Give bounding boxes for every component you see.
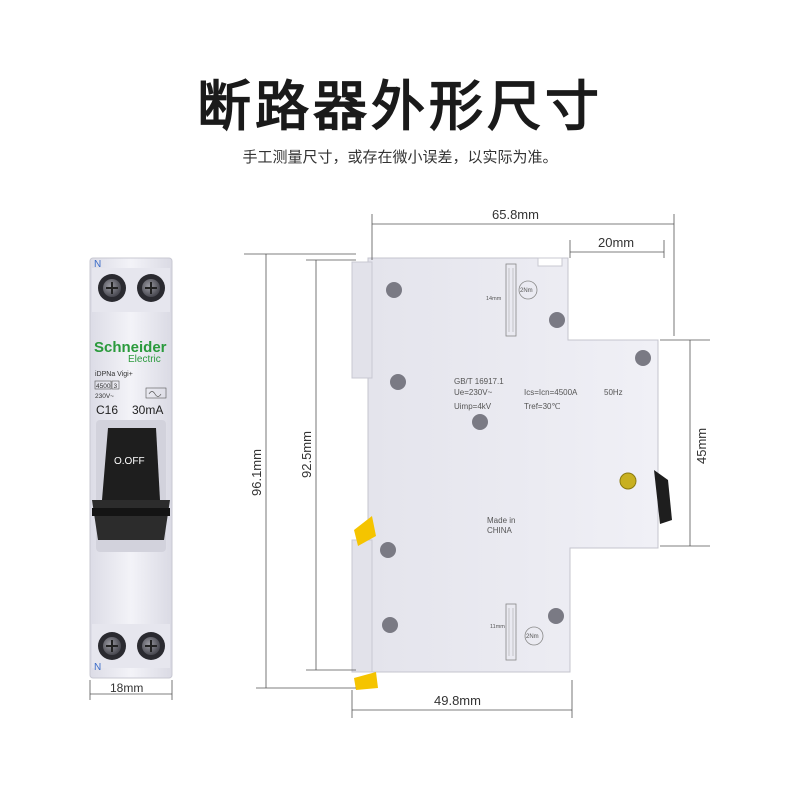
screw-icon (137, 274, 165, 302)
side-view: 14mm 2Nm 11mm 2Nm GB/T 16917.1 Ue=230V~ … (351, 257, 672, 690)
side-body (367, 257, 659, 673)
torque-top: 2Nm (520, 288, 533, 294)
sensitivity-label: 30mA (132, 403, 163, 417)
brand-sub: Electric (128, 354, 161, 365)
breaking-capacity: 4500 (96, 383, 111, 390)
waveform-icon (145, 387, 167, 399)
terminal-marker-bottom: N (94, 662, 101, 673)
origin-line1: Made in (487, 516, 515, 525)
page-subtitle: 手工测量尺寸，或存在微小误差，以实际为准。 (242, 148, 558, 166)
step-dimension-label: 20mm (598, 235, 634, 250)
handle-label: O.OFF (114, 456, 145, 467)
page-title: 断路器外形尺寸 (197, 75, 603, 138)
toggle-handle (102, 428, 160, 500)
test-button-icon (619, 472, 637, 490)
bottom-clip (354, 672, 378, 690)
depth-dimension-label: 65.8mm (492, 207, 539, 222)
brand-logo: Schneider (94, 339, 167, 356)
base-depth-dimension-label: 49.8mm (434, 693, 481, 708)
voltage-label: 230V~ (95, 393, 114, 400)
freq-label: 50Hz (604, 388, 623, 397)
origin-line2: CHINA (487, 526, 513, 535)
uimp-label: Uimp=4kV (454, 402, 492, 411)
model-label: iDPNa Vigi+ (95, 371, 133, 378)
screw-icon (137, 632, 165, 660)
terminal-marker-top: N (94, 259, 101, 270)
height-dimension-label: 96.1mm (249, 449, 264, 496)
top-clip (354, 516, 376, 546)
tref-label: Tref=30℃ (524, 402, 560, 411)
strip-length-bottom: 11mm (490, 624, 505, 630)
screw-icon (98, 632, 126, 660)
front-view: N Schneider Electric iDPNa Vigi+ 4500 3 … (89, 257, 173, 700)
strip-length-top: 14mm (486, 296, 502, 302)
class-label: 3 (114, 383, 118, 390)
torque-bottom: 2Nm (526, 634, 539, 640)
width-dimension-label: 18mm (110, 681, 143, 695)
dimensions (244, 214, 710, 718)
body-height-dimension-label: 92.5mm (299, 431, 314, 478)
screw-icon (98, 274, 126, 302)
ue-label: Ue=230V~ (454, 388, 493, 397)
standard-label: GB/T 16917.1 (454, 377, 504, 386)
front-height-dimension-label: 45mm (694, 428, 709, 464)
rating-label: C16 (96, 403, 118, 417)
ics-label: Ics=Icn=4500A (524, 388, 578, 397)
